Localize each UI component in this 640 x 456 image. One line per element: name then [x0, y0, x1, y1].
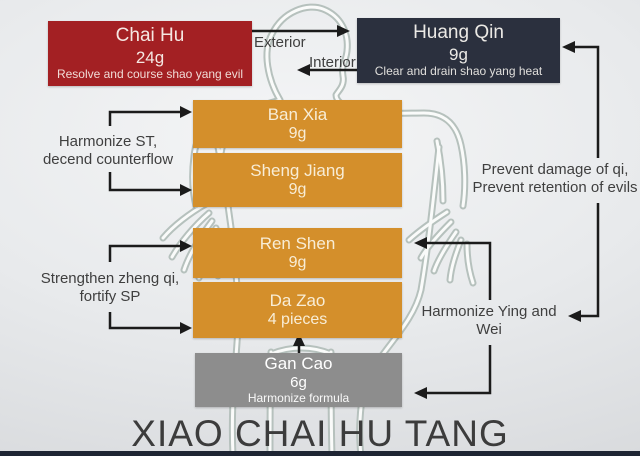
label-harmonize-stomach: Harmonize ST, decend counterflow: [42, 133, 174, 168]
herb-function: Harmonize formula: [247, 391, 350, 406]
herb-dose: 6g: [290, 374, 307, 392]
herb-dose: 9g: [288, 254, 307, 271]
herb-name: Ban Xia: [267, 104, 328, 124]
herb-dose: 24g: [135, 47, 165, 67]
label-prevent-damage: Prevent damage of qi, Prevent retention …: [472, 161, 638, 196]
formula-title: XIAO CHAI HU TANG: [131, 413, 509, 454]
herb-box-ren-shen: Ren Shen 9g: [193, 228, 402, 278]
herb-box-huang-qin: Huang Qin 9g Clear and drain shao yang h…: [357, 18, 560, 83]
label-harmonize-ying-wei: Harmonize Ying and Wei: [421, 303, 557, 338]
label-interior: Interior: [309, 54, 356, 71]
herb-name: Gan Cao: [264, 353, 333, 373]
herb-box-sheng-jiang: Sheng Jiang 9g: [193, 153, 402, 207]
label-strengthen-zheng-qi: Strengthen zheng qi, fortify SP: [40, 270, 180, 305]
label-exterior: Exterior: [254, 34, 306, 51]
herb-name: Chai Hu: [115, 24, 185, 46]
herb-dose: 9g: [449, 44, 468, 64]
herb-function: Resolve and course shao yang evil: [56, 67, 244, 82]
herb-dose: 4 pieces: [267, 311, 328, 328]
herb-box-gan-cao: Gan Cao 6g Harmonize formula: [195, 353, 402, 407]
herb-name: Huang Qin: [413, 21, 504, 43]
herb-dose: 9g: [288, 125, 307, 142]
herb-name: Da Zao: [269, 290, 326, 310]
herb-box-ban-xia: Ban Xia 9g: [193, 100, 402, 148]
herb-function: Clear and drain shao yang heat: [374, 64, 543, 79]
herb-name: Ren Shen: [259, 233, 336, 253]
herb-box-da-zao: Da Zao 4 pieces: [193, 282, 402, 338]
herb-box-chai-hu: Chai Hu 24g Resolve and course shao yang…: [48, 21, 252, 86]
connector-arrows: [108, 25, 600, 399]
herb-name: Sheng Jiang: [250, 160, 345, 180]
herb-dose: 9g: [288, 181, 307, 198]
footer-accent-bar: [0, 451, 640, 456]
